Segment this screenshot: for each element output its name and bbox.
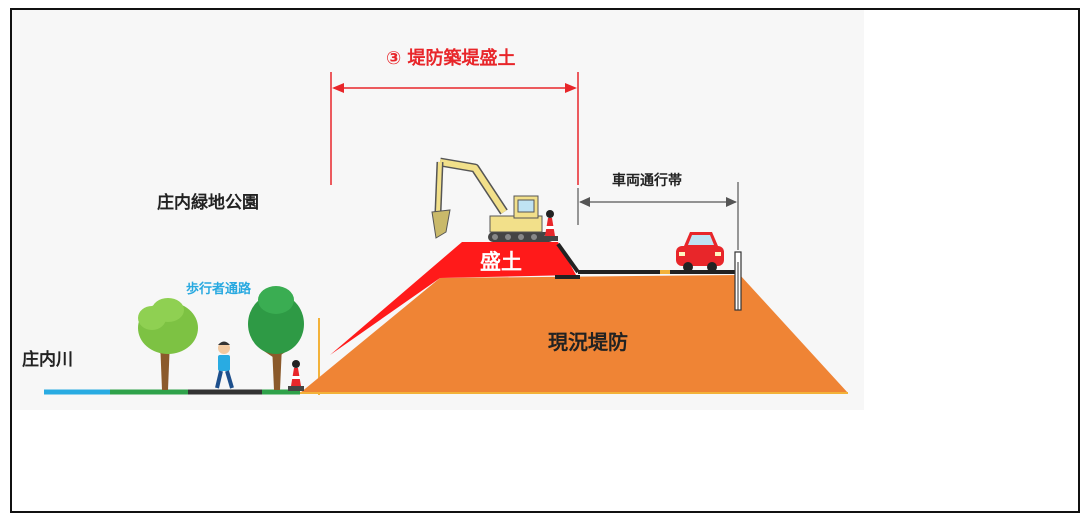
existing-levee-label: 現況堤防 (548, 330, 628, 354)
river-label: 庄内川 (22, 350, 73, 370)
pedestrian-icon (215, 341, 234, 389)
tree-icon (138, 298, 198, 390)
embankment-dimension (330, 72, 579, 185)
walkway-label: 歩行者通路 (186, 282, 252, 297)
existing-levee (300, 275, 848, 393)
fill-label: 盛土 (480, 250, 522, 274)
car-icon (676, 232, 724, 272)
traffic-cone-icon (542, 210, 558, 241)
fill-slope-edge (556, 242, 580, 274)
excavator-icon (431, 157, 554, 242)
embankment-fill (330, 242, 576, 355)
park-label: 庄内緑地公園 (157, 193, 259, 213)
vehicle-lane-dimension (577, 182, 739, 250)
tree-icon (248, 286, 304, 390)
embankment-title: ③ 堤防築堤盛土 (386, 48, 516, 69)
vehicle-lane-label: 車両通行帯 (612, 173, 682, 189)
traffic-cone-icon (288, 360, 304, 391)
guard-post-icon (734, 251, 742, 311)
